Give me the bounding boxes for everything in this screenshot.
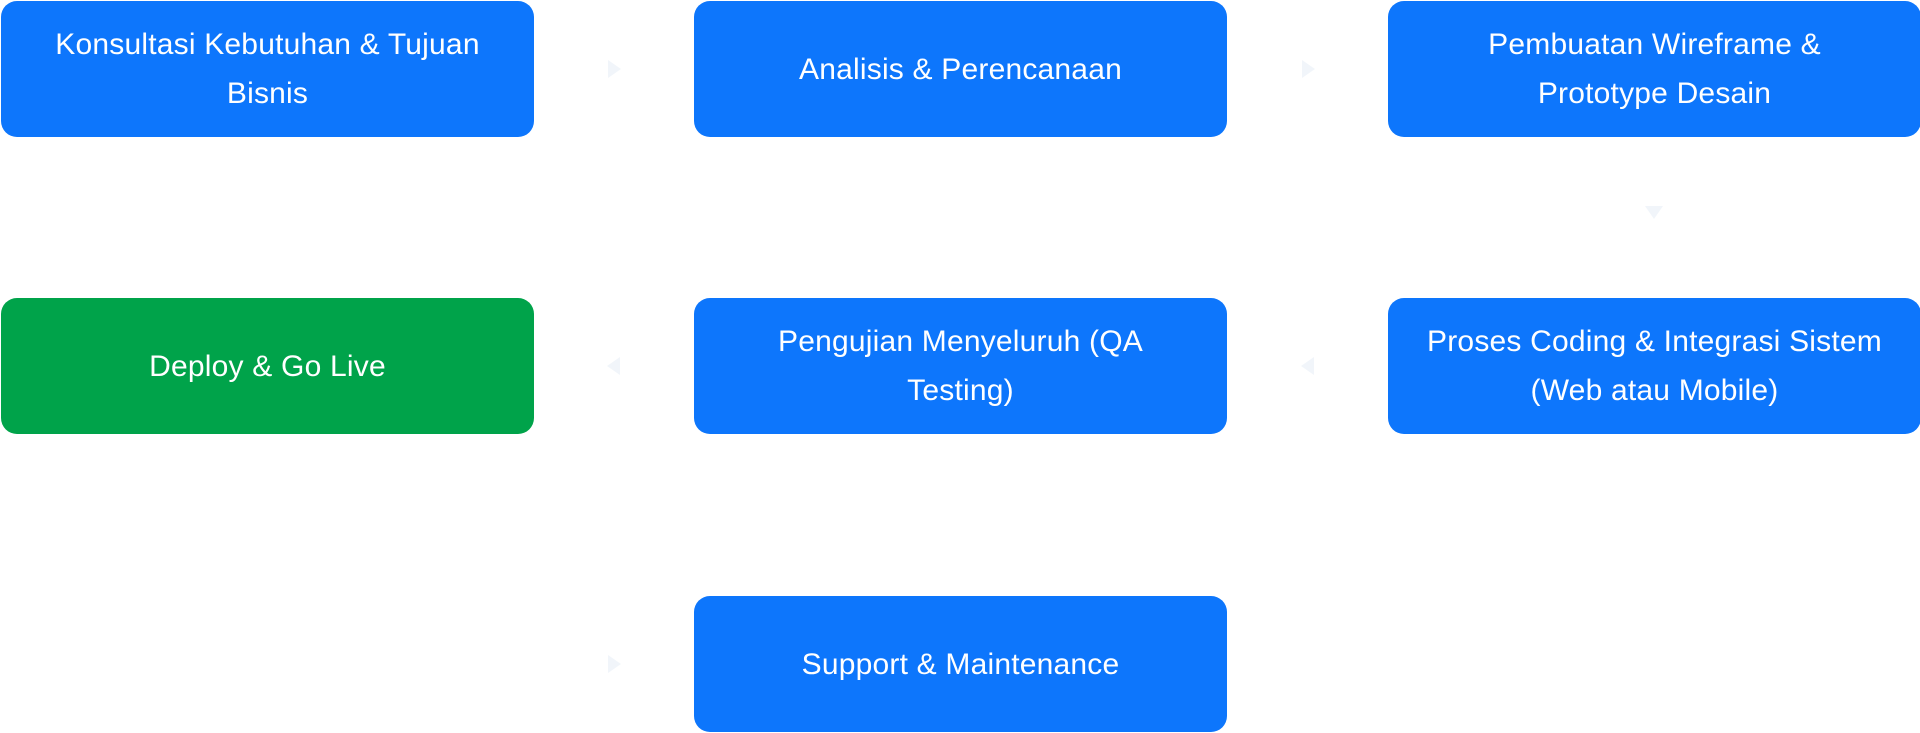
step-analisis: Analisis & Perencanaan [694,1,1227,137]
step-deploy: Deploy & Go Live [1,298,534,434]
arrow-left-icon [1301,357,1314,375]
step-label: Pembuatan Wireframe & Prototype Desain [1488,28,1821,110]
step-label: Deploy & Go Live [149,349,386,383]
step-label: Pengujian Menyeluruh (QA Testing) [777,325,1143,407]
step-wireframe: Pembuatan Wireframe & Prototype Desain [1388,1,1920,137]
step-label: Proses Coding & Integrasi Sistem (Web at… [1427,325,1882,407]
arrow-right-icon [608,60,621,78]
arrow-right-icon [1302,60,1315,78]
step-label: Konsultasi Kebutuhan & Tujuan Bisnis [55,28,480,110]
arrow-down-icon [1645,206,1663,219]
arrow-right-icon [608,655,621,673]
step-konsultasi: Konsultasi Kebutuhan & Tujuan Bisnis [1,1,534,137]
step-label: Analisis & Perencanaan [799,52,1122,86]
step-label: Support & Maintenance [801,647,1120,681]
step-coding: Proses Coding & Integrasi Sistem (Web at… [1388,298,1920,434]
step-support: Support & Maintenance [694,596,1227,732]
step-pengujian: Pengujian Menyeluruh (QA Testing) [694,298,1227,434]
arrow-left-icon [607,357,620,375]
